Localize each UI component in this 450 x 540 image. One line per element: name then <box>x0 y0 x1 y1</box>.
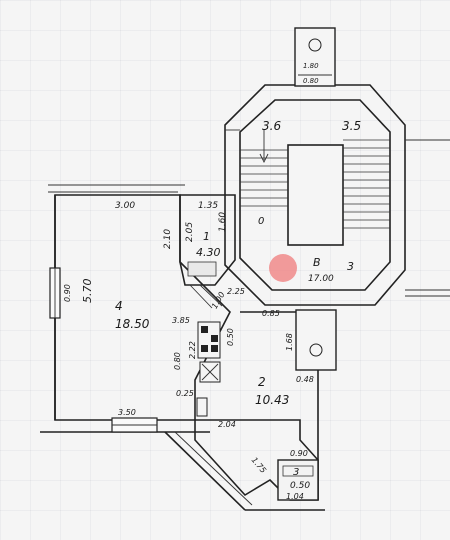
room-2-area: 10.43 <box>255 393 289 407</box>
stair-area: 17.00 <box>308 274 334 284</box>
sink-cross-2 <box>201 363 219 381</box>
label-dim-1-04: 1.04 <box>286 492 304 501</box>
room-3-fixture <box>282 465 314 477</box>
stove-burner-1 <box>201 326 208 333</box>
stair-label-3-right: 3 <box>347 260 354 273</box>
room-1-outline <box>179 194 236 286</box>
room-4-number: 4 <box>115 299 123 313</box>
label-top-width: 3.00 <box>115 201 135 211</box>
room-1-area: 4.30 <box>196 246 221 259</box>
label-dim-2-25: 2.25 <box>227 287 245 296</box>
label-dim-1-68: 1.68 <box>285 333 294 351</box>
utility-shaft-drain <box>309 343 323 357</box>
stair-label-3-5: 3.5 <box>342 119 361 133</box>
room-1-door-swing <box>189 284 213 309</box>
room-4-height: 5.70 <box>81 279 94 304</box>
room-3-number: 3 <box>293 467 299 478</box>
highlight-marker[interactable] <box>269 254 297 282</box>
room-1-number: 1 <box>203 230 210 243</box>
room-2-diagonal-wall-inner <box>174 431 253 506</box>
stairwell-outer <box>224 84 406 306</box>
room-1-door-swing-2 <box>199 284 223 307</box>
stair-label-B: B <box>313 256 321 269</box>
stairwell-center-well <box>287 144 344 246</box>
label-dim-2-04: 2.04 <box>218 420 236 429</box>
stove-burner-3 <box>201 345 208 352</box>
top-shaft-label-a: 1.80 <box>303 62 319 70</box>
label-dim-0-90: 0.90 <box>290 449 308 458</box>
top-shaft <box>294 27 336 87</box>
cabinet <box>196 397 208 417</box>
room-2-diagonal-wall <box>164 431 246 511</box>
label-dim-0-50: 0.50 <box>226 328 235 346</box>
stair-label-3-6: 3.6 <box>262 119 281 133</box>
label-dim-0-25: 0.25 <box>176 389 194 398</box>
label-height-left: 2.10 <box>163 229 173 249</box>
label-dim-3-85: 3.85 <box>172 316 190 325</box>
stair-arrowhead-down <box>259 153 269 164</box>
label-dim-2-22: 2.22 <box>188 341 197 359</box>
stair-treads-right <box>343 139 390 229</box>
room-3-area: 0.50 <box>290 481 310 491</box>
room-1-fixture <box>187 261 217 277</box>
stair-label-0: 0 <box>258 216 264 227</box>
label-dim-0-85: 0.85 <box>262 309 280 318</box>
label-dim-0-48: 0.48 <box>296 375 314 384</box>
label-dim-1-75: 1.75 <box>250 455 268 474</box>
label-height-right: 1.60 <box>218 212 228 232</box>
room-4-outline <box>54 194 231 421</box>
stove-burner-2 <box>211 335 218 342</box>
label-top-right-width: 1.35 <box>198 201 218 211</box>
top-shaft-label-b: 0.80 <box>303 77 319 85</box>
label-window-left-width: 0.90 <box>63 284 72 302</box>
label-height-left2: 2.05 <box>185 222 195 242</box>
stair-treads-left <box>240 149 288 207</box>
top-shaft-drain <box>308 38 322 52</box>
utility-shaft <box>295 309 337 371</box>
label-bottom-width: 3.50 <box>118 408 136 417</box>
label-dim-0-80: 0.80 <box>173 352 182 370</box>
stove-burner-4 <box>211 345 218 352</box>
room-2-number: 2 <box>258 375 266 389</box>
room-4-area: 18.50 <box>115 317 150 331</box>
